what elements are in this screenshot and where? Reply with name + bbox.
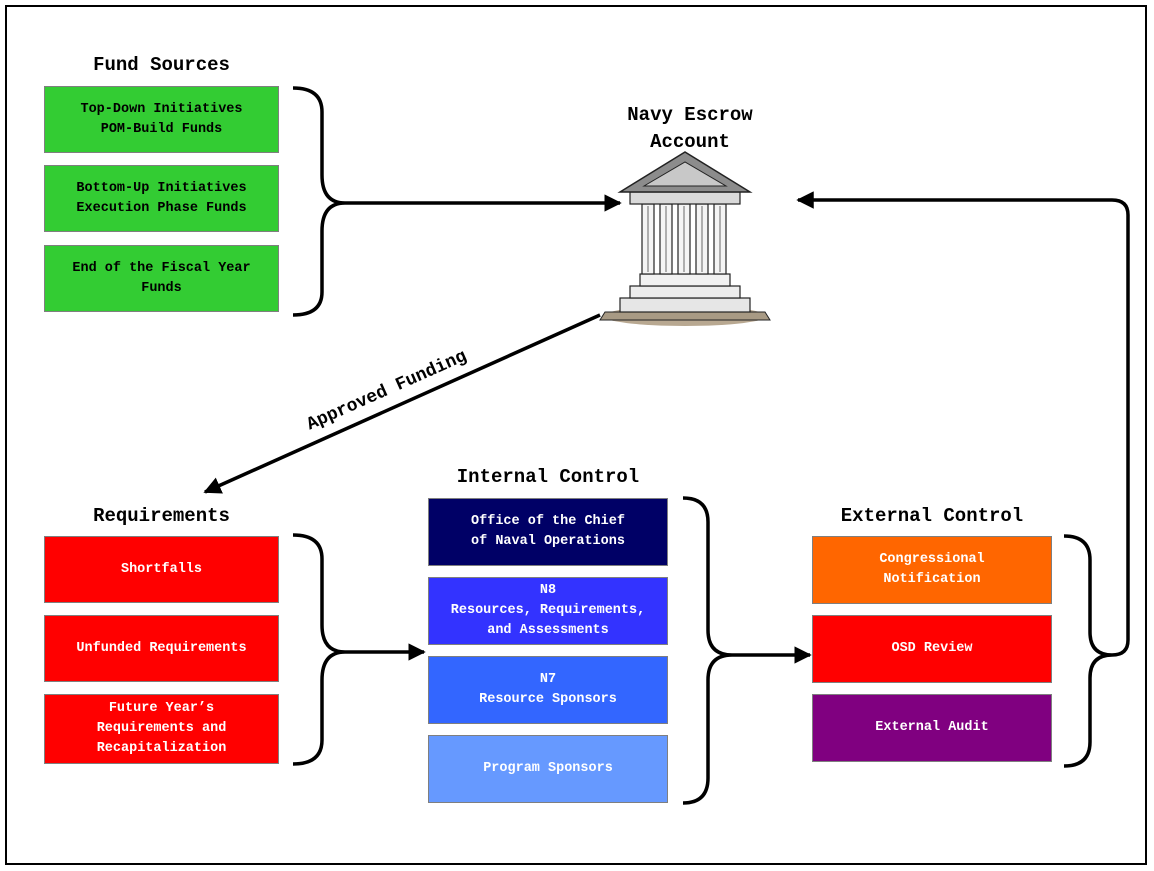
fund-source-top-down: Top-Down Initiatives POM-Build Funds: [44, 86, 279, 153]
escrow-account-heading: Navy Escrow Account: [627, 104, 753, 153]
internal-control-heading: Internal Control: [456, 466, 640, 488]
external-control-congressional: Congressional Notification: [812, 536, 1052, 604]
fund-sources-heading: Fund Sources: [93, 54, 230, 76]
requirements-heading: Requirements: [93, 505, 230, 527]
fund-source-bottom-up: Bottom-Up Initiatives Execution Phase Fu…: [44, 165, 279, 232]
external-control-heading: External Control: [840, 505, 1024, 527]
internal-control-n8: N8 Resources, Requirements, and Assessme…: [428, 577, 668, 645]
requirement-future-year: Future Year’s Requirements and Recapital…: [44, 694, 279, 764]
diagram-frame: [5, 5, 1147, 865]
requirement-unfunded: Unfunded Requirements: [44, 615, 279, 682]
internal-control-n7: N7 Resource Sponsors: [428, 656, 668, 724]
external-control-audit: External Audit: [812, 694, 1052, 762]
external-control-brace: [1063, 534, 1113, 768]
requirement-shortfalls: Shortfalls: [44, 536, 279, 603]
internal-control-program-sponsors: Program Sponsors: [428, 735, 668, 803]
internal-control-cno: Office of the Chief of Naval Operations: [428, 498, 668, 566]
approved-funding-arrow: [203, 313, 601, 494]
internal-control-brace: [682, 496, 733, 805]
bank-building-icon: [599, 151, 771, 326]
fund-source-end-of-fiscal-year: End of the Fiscal Year Funds: [44, 245, 279, 312]
requirements-brace: [292, 533, 346, 766]
fund-sources-brace: [292, 86, 346, 317]
external-to-escrow-arrow: [796, 191, 1130, 657]
external-control-osd-review: OSD Review: [812, 615, 1052, 683]
